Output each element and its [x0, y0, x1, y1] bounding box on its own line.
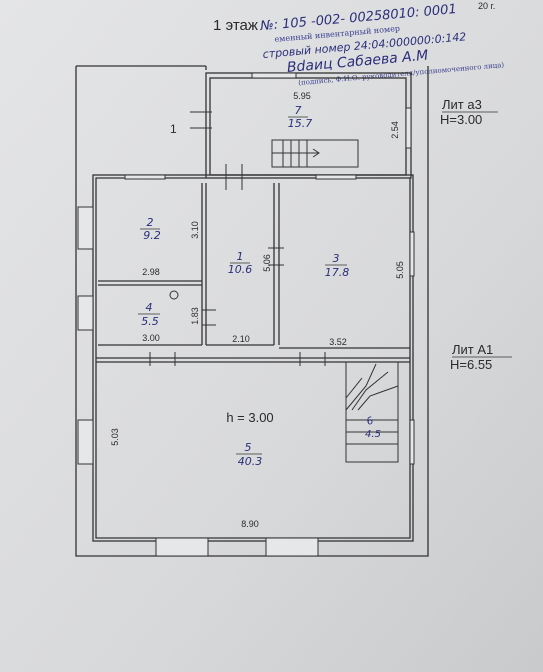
stairs-top: [271, 139, 359, 168]
room-4-id: 4: [146, 301, 153, 314]
room-1-id: 1: [237, 250, 244, 263]
dim-3-10: 3.10: [190, 221, 200, 239]
side-labels: 1 Лит а3 H=3.00 Лит А1 H=6.55: [170, 97, 512, 372]
room-5-area: 40.3: [238, 455, 263, 468]
annex-main-id: Лит А1: [452, 342, 493, 357]
dim-2-10: 2.10: [232, 334, 250, 344]
room-2-id: 2: [147, 216, 154, 229]
year-suffix: 20 г.: [478, 1, 495, 11]
toilet-icon: [169, 290, 179, 300]
dim-8-90: 8.90: [241, 519, 259, 529]
annex-main-height: H=6.55: [450, 357, 492, 372]
room-labels: 7 15.7 2 9.2 1 10.6 3 17.8 4 5.5 5 40.3 …: [138, 104, 381, 468]
dimension-labels: 5.95 2.54 3.10 2.98 5.06 5.05 1.83 3.00 …: [110, 91, 405, 529]
walls: [75, 65, 429, 557]
dim-3-00: 3.00: [142, 333, 160, 343]
room-5-id: 5: [245, 441, 252, 454]
porch-number: 1: [170, 122, 177, 136]
room-7-area: 15.7: [288, 117, 313, 130]
room-6-area: 4.5: [365, 429, 381, 440]
spiral-stairs: [345, 361, 399, 463]
room-3-area: 17.8: [325, 266, 350, 279]
room-7-id: 7: [295, 104, 302, 117]
room-4-area: 5.5: [141, 315, 159, 328]
dim-5-03: 5.03: [110, 428, 120, 446]
windows: [77, 72, 415, 557]
dim-5-05: 5.05: [395, 261, 405, 279]
dim-1-83: 1.83: [190, 307, 200, 325]
dim-2-54: 2.54: [390, 121, 400, 139]
room-3-id: 3: [333, 252, 340, 265]
annex-top-id: Лит а3: [442, 97, 482, 112]
room-1-area: 10.6: [228, 263, 253, 276]
dim-3-52: 3.52: [329, 337, 347, 347]
floor-label: 1 этаж: [213, 17, 258, 34]
room-height: h = 3.00: [226, 410, 273, 425]
room-6-id: 6: [365, 415, 375, 428]
dim-2-98: 2.98: [142, 267, 160, 277]
room-2-area: 9.2: [143, 229, 161, 242]
annex-top-height: H=3.00: [440, 112, 482, 127]
door-marks: [149, 111, 326, 366]
dim-5-95: 5.95: [293, 91, 311, 101]
dim-5-06: 5.06: [262, 254, 272, 272]
